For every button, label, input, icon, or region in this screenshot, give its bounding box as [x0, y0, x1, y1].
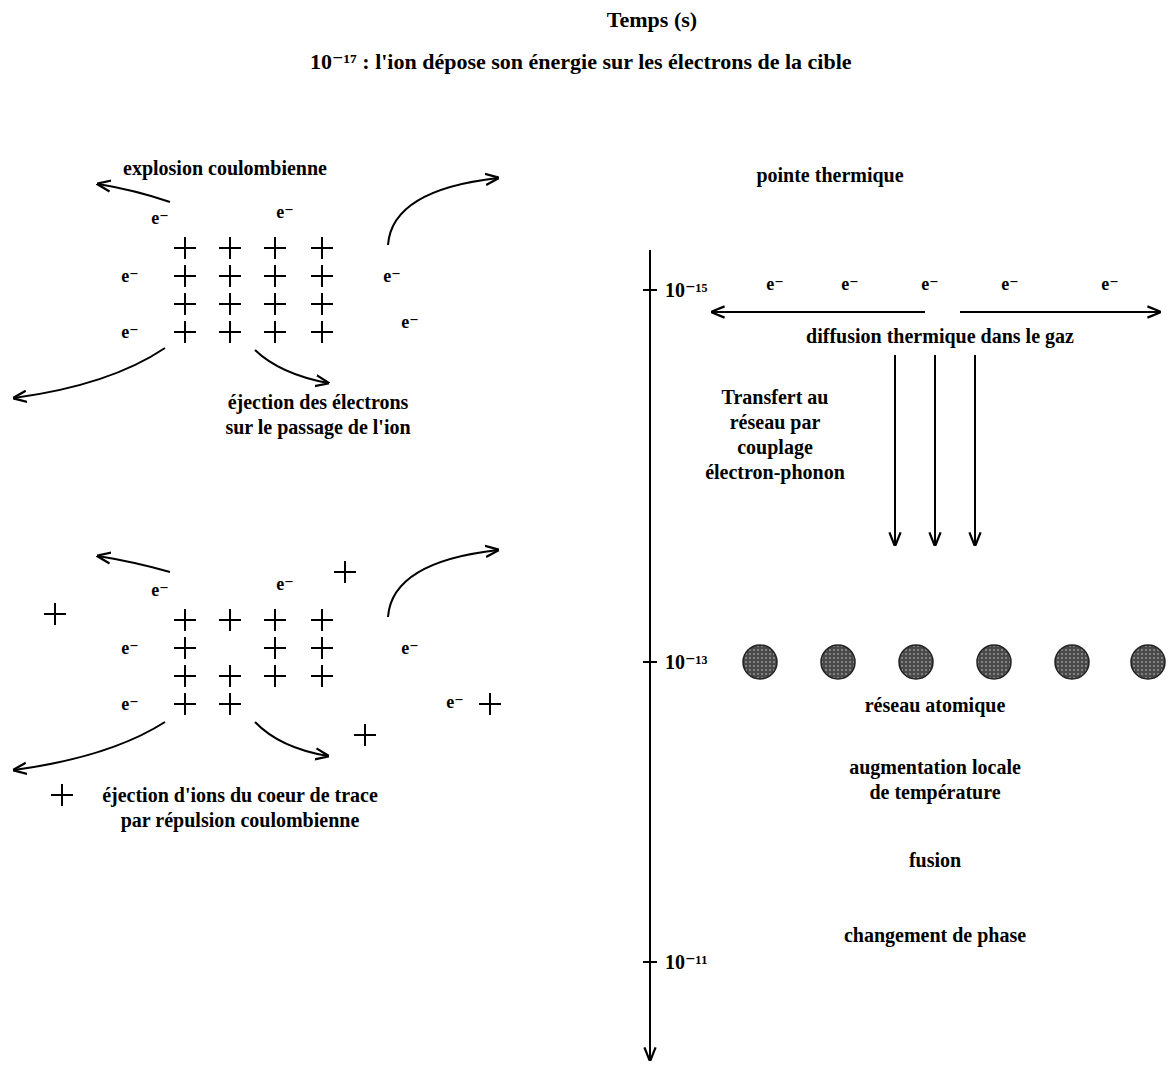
electron-symbol: e⁻ — [401, 311, 419, 334]
electron-symbol: e⁻ — [276, 573, 294, 596]
electron-symbol: e⁻ — [151, 207, 169, 230]
electron-symbol: e⁻ — [446, 691, 464, 714]
diffusion-arrow — [960, 311, 1160, 313]
electron-symbol: e⁻ — [1001, 273, 1019, 296]
process-label: éjection d'ions du coeur de trace par ré… — [94, 783, 386, 833]
process-label: fusion — [909, 848, 961, 873]
electron-symbol: e⁻ — [121, 321, 139, 344]
tick-label: 10⁻¹¹ — [665, 950, 708, 975]
atom — [1055, 645, 1089, 679]
process-label: Transfert au réseau par couplage électro… — [700, 385, 850, 485]
tick-label: 10⁻¹³ — [665, 650, 708, 675]
curved-arrow — [255, 350, 328, 383]
curved-arrow — [98, 556, 170, 572]
transfer-arrow — [974, 355, 976, 545]
ejection-arrows — [14, 550, 498, 770]
ejected-ions — [44, 561, 501, 806]
axis-ticks — [643, 290, 657, 962]
charge-lattice — [174, 609, 333, 715]
time-axis — [649, 250, 651, 1060]
electron-symbol: e⁻ — [1101, 273, 1119, 296]
tick-label: 10⁻¹⁵ — [665, 278, 708, 303]
atom — [1131, 645, 1165, 679]
electron-symbol: e⁻ — [921, 273, 939, 296]
curved-arrow — [14, 722, 165, 770]
time-annotation: 10⁻¹⁷ : l'ion dépose son énergie sur les… — [310, 48, 852, 76]
atom — [977, 645, 1011, 679]
curved-arrow — [388, 178, 498, 245]
atom-row — [743, 645, 1165, 679]
ejection-arrows — [14, 178, 498, 398]
electron-symbol: e⁻ — [276, 201, 294, 224]
atom — [743, 645, 777, 679]
process-label: augmentation locale de température — [841, 755, 1029, 805]
electron-symbol: e⁻ — [121, 693, 139, 716]
process-label: diffusion thermique dans le gaz — [806, 324, 1074, 349]
process-label: réseau atomique — [865, 693, 1006, 718]
electron-symbol: e⁻ — [121, 637, 139, 660]
transfer-arrow — [894, 355, 896, 545]
process-label: pointe thermique — [756, 163, 903, 188]
electron-symbol: e⁻ — [151, 579, 169, 602]
diffusion-arrow — [712, 311, 925, 313]
curved-arrow — [14, 348, 165, 398]
process-label: éjection des électrons sur le passage de… — [217, 390, 419, 440]
electron-symbol: e⁻ — [401, 637, 419, 660]
atom — [899, 645, 933, 679]
electron-symbol: e⁻ — [383, 265, 401, 288]
atom — [821, 645, 855, 679]
charge-lattice — [174, 237, 333, 343]
process-label: explosion coulombienne — [123, 156, 327, 181]
curved-arrow — [98, 184, 170, 202]
curved-arrow — [255, 722, 328, 756]
process-label: changement de phase — [844, 923, 1026, 948]
electron-symbol: e⁻ — [766, 273, 784, 296]
electron-symbol: e⁻ — [841, 273, 859, 296]
electron-symbol: e⁻ — [121, 265, 139, 288]
transfer-arrow — [934, 355, 936, 545]
axis-title: Temps (s) — [607, 6, 697, 34]
curved-arrow — [388, 550, 498, 617]
